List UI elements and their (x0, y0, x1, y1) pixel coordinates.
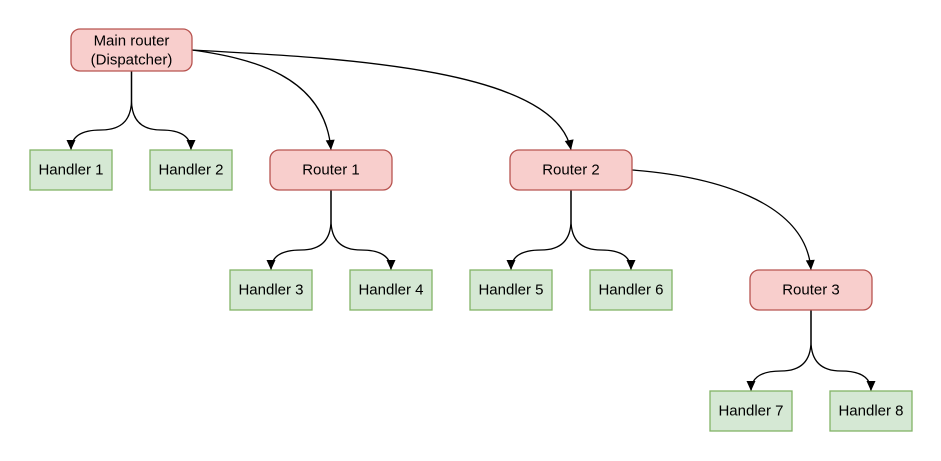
edge-router-2-to-router-3 (631, 169, 815, 271)
node-router-2: Router 2 (509, 149, 633, 191)
handler-1-box (29, 149, 113, 191)
edge-main-router-to-handler-2 (130, 71, 196, 151)
handler-5-label: Handler 5 (478, 282, 543, 299)
handler-4-label: Handler 4 (358, 282, 423, 299)
edge-router-2-to-handler-5 (506, 190, 572, 271)
router-1-label: Router 1 (302, 162, 360, 179)
node-router-1: Router 1 (269, 149, 393, 191)
handler-1-label: Handler 1 (38, 162, 103, 179)
handler-7-box (709, 390, 793, 432)
handler-7-label: Handler 7 (718, 403, 783, 420)
edge-router-3-to-handler-7 (746, 310, 812, 392)
node-handler-5: Handler 5 (469, 269, 553, 311)
handler-2-label: Handler 2 (158, 162, 223, 179)
node-handler-6: Handler 6 (589, 269, 673, 311)
node-router-3: Router 3 (749, 269, 873, 311)
router-1-box (269, 149, 393, 191)
handler-5-box (469, 269, 553, 311)
node-main-router: Main router (Dispatcher) (70, 28, 193, 72)
handler-6-label: Handler 6 (598, 282, 663, 299)
node-handler-4: Handler 4 (349, 269, 433, 311)
handler-6-box (589, 269, 673, 311)
node-handler-2: Handler 2 (149, 149, 233, 191)
main-router-label-line2: (Dispatcher) (91, 52, 173, 69)
node-handler-3: Handler 3 (229, 269, 313, 311)
router-3-box (749, 269, 873, 311)
main-router-label-line1: Main router (94, 33, 170, 50)
handler-4-box (349, 269, 433, 311)
node-handler-1: Handler 1 (29, 149, 113, 191)
edge-main-router-to-handler-1 (66, 71, 133, 151)
edge-router-2-to-handler-6 (570, 190, 636, 271)
router-3-label: Router 3 (782, 282, 840, 299)
edge-router-1-to-handler-4 (330, 190, 396, 271)
handler-2-box (149, 149, 233, 191)
handler-8-label: Handler 8 (838, 403, 903, 420)
node-handler-8: Handler 8 (829, 390, 913, 432)
router-2-box (509, 149, 633, 191)
edge-main-router-to-router-2 (191, 49, 574, 151)
handler-3-label: Handler 3 (238, 282, 303, 299)
router-2-label: Router 2 (542, 162, 600, 179)
edge-router-1-to-handler-3 (266, 190, 332, 271)
node-handler-7: Handler 7 (709, 390, 793, 432)
edge-router-3-to-handler-8 (810, 310, 876, 392)
main-router-box (70, 28, 193, 72)
handler-3-box (229, 269, 313, 311)
edge-main-router-to-router-1 (191, 49, 335, 151)
handler-8-box (829, 390, 913, 432)
